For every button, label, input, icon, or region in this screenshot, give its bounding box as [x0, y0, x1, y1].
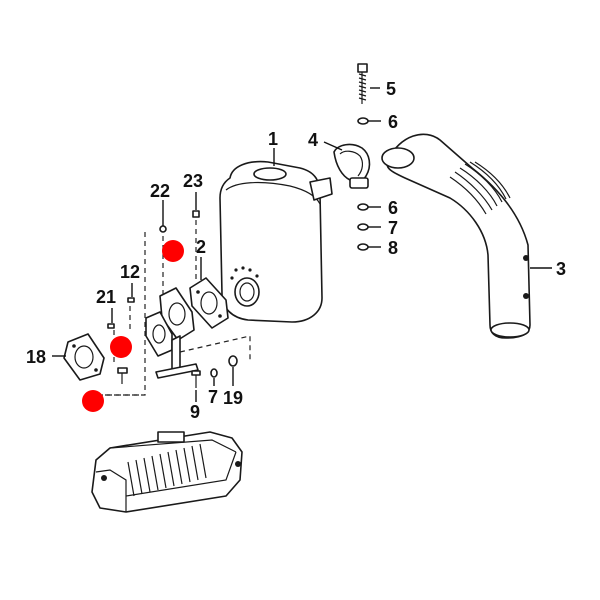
callout-18: 18 — [26, 347, 46, 367]
callout-1: 1 — [268, 129, 278, 149]
red-marker — [162, 240, 184, 262]
nut-23 — [192, 210, 200, 218]
callout-2: 2 — [196, 237, 206, 257]
red-marker — [82, 390, 104, 412]
leader-lines — [52, 87, 552, 402]
callout-21: 21 — [96, 287, 116, 307]
callout-7: 7 — [388, 218, 398, 238]
screw — [117, 367, 128, 384]
flange-bracket — [145, 287, 199, 379]
muffler — [219, 160, 333, 323]
washer-6 — [357, 203, 369, 211]
assembly-dashes — [86, 220, 251, 396]
washer-6-top — [357, 117, 369, 125]
washer-7 — [357, 223, 369, 231]
callout-23: 23 — [183, 171, 203, 191]
callout-22: 22 — [150, 181, 170, 201]
pin-12 — [127, 297, 135, 303]
callout-6-top: 6 — [388, 112, 398, 132]
washer-22 — [159, 225, 167, 233]
housing — [91, 431, 243, 513]
callout-8: 8 — [388, 238, 398, 258]
red-marker — [110, 336, 132, 358]
callout-5: 5 — [386, 79, 396, 99]
callout-4: 4 — [308, 130, 318, 150]
callout-9: 9 — [190, 402, 200, 422]
washer-19 — [228, 355, 238, 367]
nut-8 — [357, 243, 369, 251]
exhaust-pipe — [381, 133, 531, 339]
clamp — [333, 143, 371, 189]
callout-6: 6 — [388, 198, 398, 218]
gasket-18 — [63, 333, 105, 381]
callout-7-lower: 7 — [208, 387, 218, 407]
callout-19: 19 — [223, 388, 243, 408]
screw-9 — [191, 370, 201, 388]
washer-7-lower — [210, 368, 218, 378]
gasket-2 — [189, 277, 229, 329]
callout-12: 12 — [120, 262, 140, 282]
callout-3: 3 — [556, 259, 566, 279]
pin-21 — [107, 323, 115, 329]
bolt — [357, 63, 368, 104]
